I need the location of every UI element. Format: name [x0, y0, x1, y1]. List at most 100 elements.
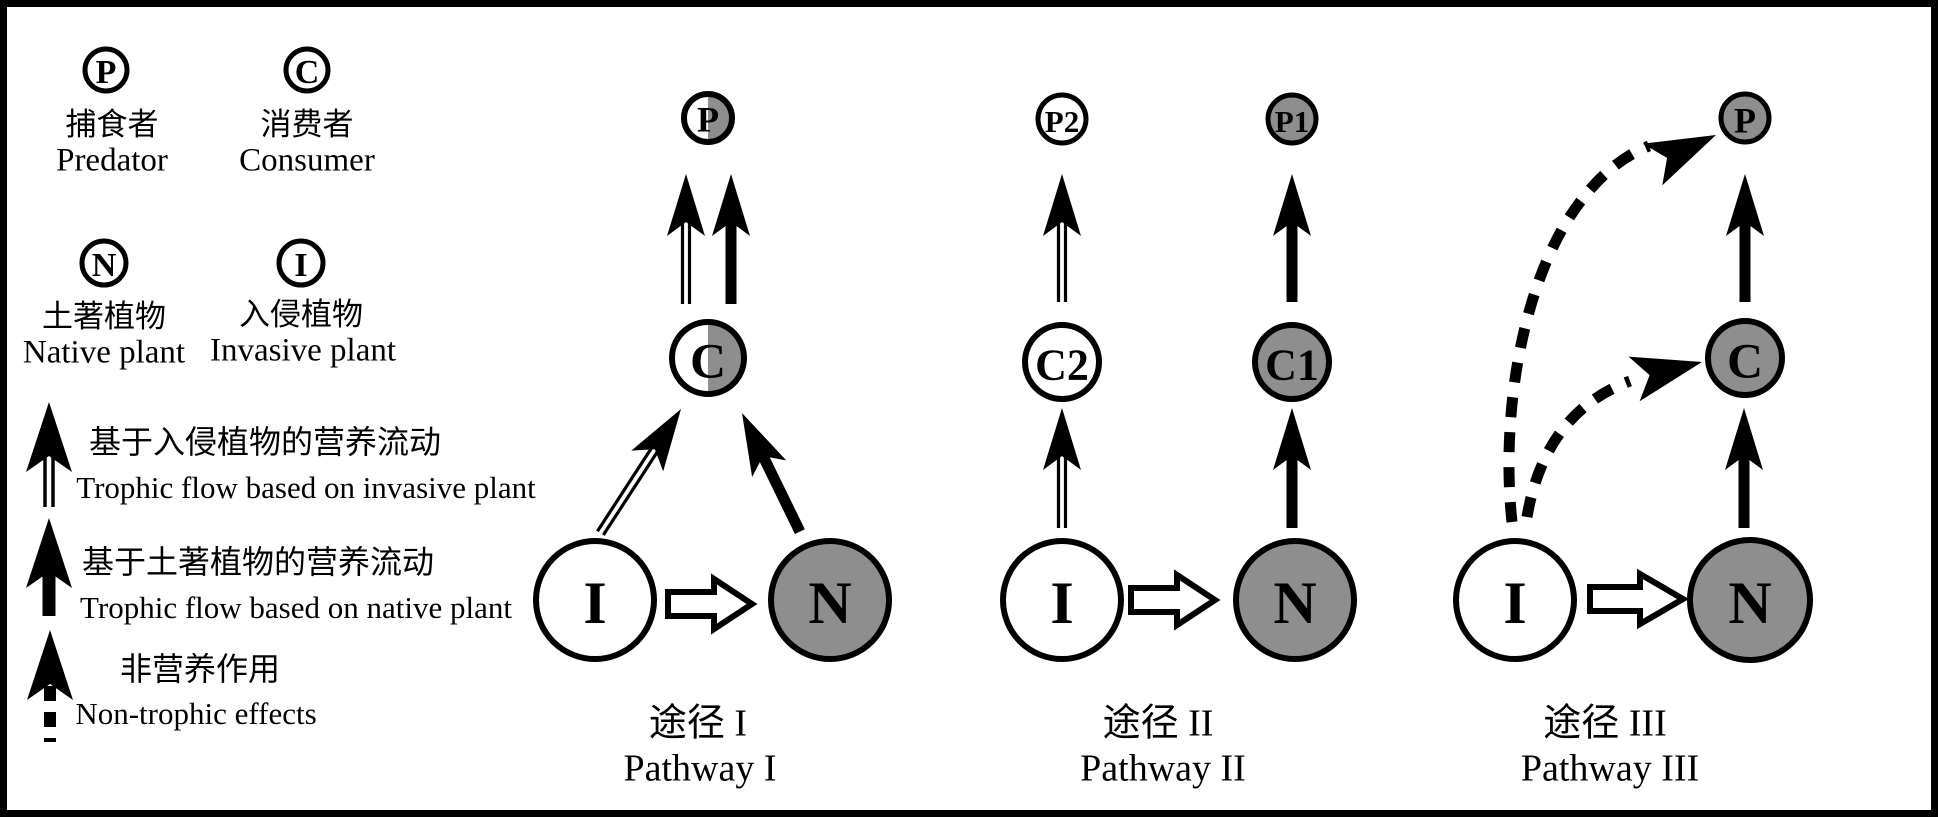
- legend-flow-native: 基于土著植物的营养流动 Trophic flow based on native…: [26, 518, 512, 625]
- solid-arrow-icon: [26, 518, 72, 616]
- dashed-curve: [1503, 140, 1652, 523]
- native-plant-symbol-circle: [79, 238, 129, 288]
- shaft: [758, 453, 805, 535]
- legend-node-native-plant: N 土著植物 Native plant: [23, 238, 185, 371]
- node-letter-p1: P1: [1275, 104, 1309, 139]
- node-circle: [1022, 322, 1102, 402]
- invasive-plant-symbol-circle: [276, 238, 326, 288]
- dashed-arrow-icon: [27, 630, 73, 742]
- shaft: [601, 450, 660, 536]
- arrowhead: [631, 398, 697, 472]
- legend: P 捕食者 Predator C 消费者 Consumer N 土著植物 Nat…: [23, 46, 536, 742]
- node-letter-c: C: [1727, 333, 1763, 389]
- node-circle: [1718, 91, 1772, 145]
- node-letter-i: I: [1050, 570, 1073, 636]
- consumer-label-zh: 消费者: [261, 107, 354, 142]
- pathway-2-label-en: Pathway II: [1080, 747, 1246, 789]
- flow-nontrophic-label-zh: 非营养作用: [120, 651, 280, 687]
- predator-label-en: Predator: [56, 143, 168, 179]
- block-arrow-i-to-n: [1587, 568, 1689, 630]
- node-native: N: [768, 538, 892, 662]
- node-circle: [1233, 538, 1357, 662]
- pathway-3-label-zh: 途径 III: [1543, 702, 1666, 744]
- node-native: N: [1233, 538, 1357, 662]
- node-letter-c2: C2: [1035, 340, 1089, 389]
- node-ring: [681, 91, 735, 145]
- legend-flow-invasive: 基于入侵植物的营养流动 Trophic flow based on invasi…: [26, 402, 536, 507]
- node-predator1: P1: [1265, 92, 1319, 146]
- double-line-arrow-icon: [26, 402, 72, 507]
- node-letter-i: I: [583, 570, 606, 636]
- native-plant-label-zh: 土著植物: [42, 299, 166, 334]
- predator-symbol-letter: P: [96, 54, 117, 91]
- invasive-plant-label-zh: 入侵植物: [239, 297, 363, 332]
- native-plant-label-en: Native plant: [23, 335, 185, 371]
- node-circle: [533, 538, 657, 662]
- node-letter-c: C: [690, 333, 726, 389]
- node-consumer: C: [1705, 318, 1785, 398]
- solid-arrow-n-to-c1: [1273, 408, 1311, 528]
- node-predator: P: [681, 91, 735, 145]
- arrowhead: [1043, 408, 1081, 470]
- node-predator: P: [1718, 91, 1772, 145]
- node-consumer: C: [669, 319, 747, 397]
- legend-node-predator: P 捕食者 Predator: [56, 46, 168, 179]
- consumer-symbol-circle: [283, 46, 331, 94]
- node-letter-c1: C1: [1265, 340, 1319, 389]
- legend-node-invasive-plant: I 入侵植物 Invasive plant: [210, 238, 396, 369]
- flow-nontrophic-label-en: Non-trophic effects: [75, 696, 316, 731]
- node-letter-n: N: [1273, 570, 1316, 636]
- arrowhead: [1628, 339, 1708, 402]
- node-circle: [1453, 538, 1577, 662]
- pathway-2: P2 P1 C2 C1 I N 途径 II Pathway II: [1000, 92, 1357, 789]
- node-native: N: [1687, 537, 1813, 663]
- arrowhead: [1043, 174, 1081, 236]
- pathway-2-label-zh: 途径 II: [1103, 702, 1214, 744]
- node-circle: [1035, 92, 1089, 146]
- node-circle: [1265, 92, 1319, 146]
- node-circle: [768, 538, 892, 662]
- legend-flow-nontrophic: 非营养作用 Non-trophic effects: [27, 630, 317, 742]
- block-arrow-i-to-n: [1128, 569, 1221, 631]
- node-consumer2: C2: [1022, 322, 1102, 402]
- solid-arrow-n-to-c: [724, 404, 805, 535]
- node-ring: [669, 319, 747, 397]
- node-invasive: I: [1000, 538, 1124, 662]
- flow-native-label-en: Trophic flow based on native plant: [80, 590, 512, 625]
- legend-node-consumer: C 消费者 Consumer: [239, 46, 375, 179]
- flow-invasive-label-zh: 基于入侵植物的营养流动: [89, 424, 441, 460]
- dashed-arrow-i-to-c: [1521, 339, 1708, 518]
- shaft: [596, 446, 654, 533]
- solid-arrow-c-to-p: [1726, 174, 1764, 302]
- node-letter-p2: P2: [1045, 104, 1079, 139]
- pathway-3-label-en: Pathway III: [1521, 747, 1699, 789]
- node-circle: [1252, 322, 1332, 402]
- solid-arrow-n-to-c: [1725, 408, 1763, 528]
- consumer-symbol-letter: C: [295, 54, 320, 91]
- node-circle: [1000, 538, 1124, 662]
- dashed-curve: [1521, 375, 1632, 518]
- node-invasive: I: [1453, 538, 1577, 662]
- double-arrow-i-to-c: [596, 398, 697, 536]
- dashed-arrow-i-to-p: [1503, 114, 1726, 523]
- pathway-1-label-en: Pathway I: [623, 747, 776, 789]
- double-arrow-c2-to-p2: [1043, 174, 1081, 302]
- double-arrow-c-to-p: [667, 174, 705, 304]
- pathway-1: P C I N 途径 I Pathway I: [533, 91, 892, 789]
- node-letter-n: N: [808, 570, 851, 636]
- solid-arrow-c-to-p: [712, 174, 750, 304]
- double-arrow-i-to-c2: [1043, 408, 1081, 528]
- solid-arrow-c1-to-p1: [1273, 174, 1311, 302]
- block-arrow-i-to-n: [665, 573, 758, 635]
- consumer-label-en: Consumer: [239, 143, 375, 179]
- node-consumer1: C1: [1252, 322, 1332, 402]
- native-plant-symbol-letter: N: [92, 247, 117, 284]
- node-predator2: P2: [1035, 92, 1089, 146]
- flow-invasive-label-en: Trophic flow based on invasive plant: [76, 470, 536, 505]
- node-letter-p: P: [697, 100, 719, 140]
- predator-symbol-circle: [82, 46, 130, 94]
- node-letter-n: N: [1728, 570, 1771, 636]
- node-circle: [1687, 537, 1813, 663]
